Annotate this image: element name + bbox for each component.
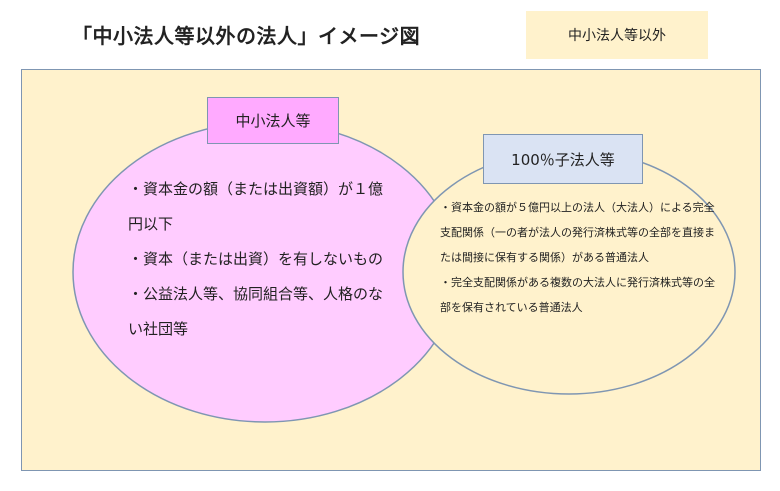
subsidiary-label-box: 100％子法人等	[483, 134, 643, 184]
subsidiary-label: 100％子法人等	[511, 150, 615, 169]
legend-label: 中小法人等以外	[568, 28, 666, 44]
subsidiary-conditions-list: ・資本金の額が５億円以上の法人（大法人）による完全支配関係（一の者が法人の発行済…	[440, 195, 716, 320]
legend-box-non-sme: 中小法人等以外	[526, 11, 708, 59]
diagram-title: 「中小法人等以外の法人」イメージ図	[72, 24, 421, 48]
sme-label-box: 中小法人等	[207, 97, 339, 144]
subsidiary-condition-item: ・完全支配関係がある複数の大法人に発行済株式等の全部を保有されている普通法人	[440, 276, 715, 314]
sme-condition-item: ・資本金の額（または出資額）が１億円以下	[128, 180, 384, 233]
sme-condition-item: ・資本（または出資）を有しないもの	[128, 250, 384, 268]
sme-conditions-list: ・資本金の額（または出資額）が１億円以下 ・資本（または出資）を有しないもの ・…	[128, 172, 390, 347]
sme-label: 中小法人等	[235, 112, 311, 130]
sme-condition-item: ・公益法人等、協同組合等、人格のない社団等	[128, 285, 384, 338]
subsidiary-condition-item: ・資本金の額が５億円以上の法人（大法人）による完全支配関係（一の者が法人の発行済…	[440, 201, 715, 264]
